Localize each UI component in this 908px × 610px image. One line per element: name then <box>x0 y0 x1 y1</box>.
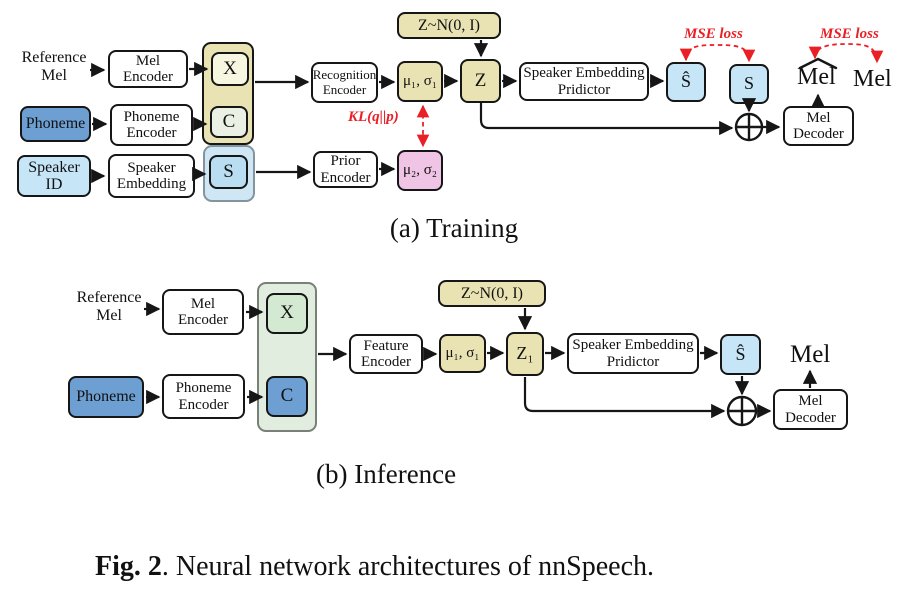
mu-sigma2-box: μ₂, σ₂ <box>397 150 443 191</box>
input-reference-mel-b: Reference Mel <box>76 289 142 324</box>
mel-hat-label: Mel <box>797 64 836 90</box>
mse-loss-label-left: MSE loss <box>684 26 743 42</box>
mel-output-label-b: Mel <box>790 341 831 368</box>
mel-decoder-box-b: Mel Decoder <box>773 389 848 430</box>
mse-dashed-arc-right <box>808 43 884 64</box>
figure-caption-number: Fig. 2 <box>95 551 162 582</box>
mel-decoder-box-a: Mel Decoder <box>783 106 854 146</box>
phoneme-encoder-box-b: Phoneme Encoder <box>162 374 245 419</box>
mse-loss-label-right: MSE loss <box>820 26 879 42</box>
sum-circle-a <box>734 112 764 142</box>
mu-sigma1-box-a: μ₁, σ₁ <box>397 61 443 102</box>
arrow-z1-to-sum-b <box>523 377 726 419</box>
sum-circle-b <box>726 395 758 427</box>
c-box-b: C <box>266 376 308 417</box>
z-box-a: Z <box>460 59 501 103</box>
sum-node-a <box>734 112 764 142</box>
prior-encoder-box: Prior Encoder <box>313 151 378 188</box>
phoneme-encoder-box-a: Phoneme Encoder <box>110 104 193 146</box>
z1-box: Z₁ <box>506 332 544 376</box>
caption-training: (a) Training <box>389 213 519 243</box>
mse-dashed-arc-left <box>679 44 756 63</box>
input-reference-mel-a: Reference Mel <box>21 49 87 84</box>
sum-node-b <box>726 395 758 427</box>
s-true-box-a: S <box>729 64 769 104</box>
speaker-embedding-predictor-box-a: Speaker Embedding Pridictor <box>519 62 649 101</box>
caption-inference: (b) Inference <box>316 459 457 489</box>
recognition-encoder-box: Recognition Encoder <box>311 62 378 103</box>
speaker-embedding-predictor-box-b: Speaker Embedding Pridictor <box>567 333 699 374</box>
speaker-embedding-box: Speaker Embedding <box>108 154 195 198</box>
feature-encoder-box: Feature Encoder <box>349 334 423 374</box>
s-box-a: S <box>209 155 248 189</box>
figure-caption-text: . Neural network architectures of nnSpee… <box>161 551 655 582</box>
figure-caption: Fig. 2. Neural network architectures of … <box>95 551 654 583</box>
s-hat-box-b: Ŝ <box>720 334 761 375</box>
kl-loss-label: KL(q||p) <box>348 109 399 125</box>
s-hat-box-a: Ŝ <box>666 62 706 102</box>
phoneme-input-box-a: Phoneme <box>20 106 91 142</box>
z-prior-box-b: Z~N(0, I) <box>438 280 546 307</box>
c-box-a: C <box>210 106 248 138</box>
mel-target-label-a: Mel <box>853 66 892 92</box>
arrow-z-to-sum-a <box>479 103 734 136</box>
mu-sigma1-box-b: μ₁, σ₁ <box>439 334 486 373</box>
speaker-id-input-box: Speaker ID <box>17 155 91 197</box>
mel-encoder-box-a: Mel Encoder <box>108 50 188 88</box>
x-box-a: X <box>211 52 249 86</box>
phoneme-input-box-b: Phoneme <box>68 376 144 418</box>
mel-encoder-box-b: Mel Encoder <box>162 289 244 335</box>
x-box-b: X <box>266 293 308 334</box>
z-prior-box-a: Z~N(0, I) <box>397 12 501 39</box>
